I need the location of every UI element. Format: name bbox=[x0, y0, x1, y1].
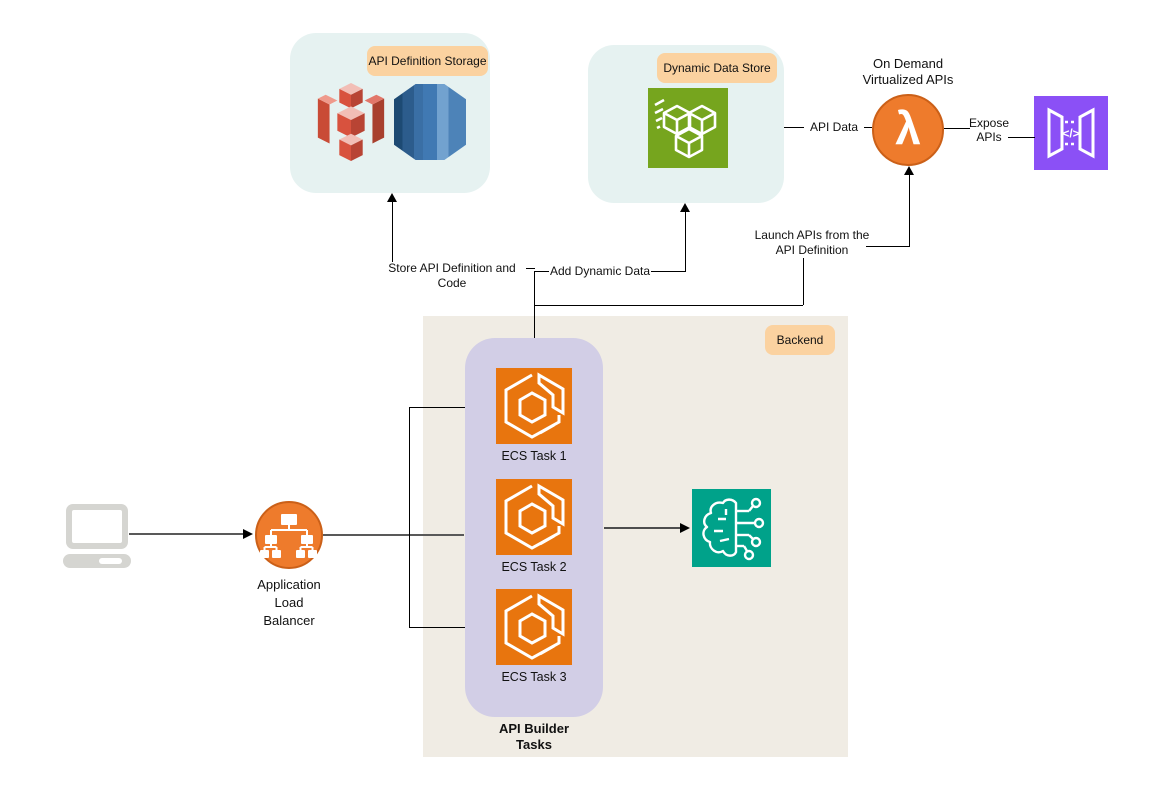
edge-store-tick bbox=[526, 268, 535, 269]
data-cubes-icon bbox=[648, 88, 728, 168]
edge-launch-vertical1 bbox=[803, 258, 804, 305]
database-cylinder-icon bbox=[394, 84, 466, 160]
api-gateway-icon: </> bbox=[1034, 96, 1108, 170]
edge-launch-horizontal1 bbox=[534, 305, 803, 306]
edge-launch-label: Launch APIs from the API Definition bbox=[752, 228, 872, 258]
backend-badge: Backend bbox=[765, 325, 835, 355]
s3-bucket-icon bbox=[317, 83, 385, 161]
edge-add-label: Add Dynamic Data bbox=[549, 264, 651, 279]
backend-label: Backend bbox=[776, 333, 824, 347]
ecs-task-hexagon-icon bbox=[496, 368, 572, 444]
edge-center-vertical bbox=[534, 271, 535, 338]
api-definition-storage-label: API Definition Storage bbox=[368, 54, 487, 68]
edge-alb-tasks bbox=[323, 534, 464, 536]
edge-store-label: Store API Definition and Code bbox=[388, 261, 516, 290]
ecs-task-2-label: ECS Task 2 bbox=[501, 560, 567, 574]
arrowhead-store bbox=[387, 193, 397, 202]
lambda-glyph: λ bbox=[895, 102, 921, 154]
lambda-label: On Demand Virtualized APIs bbox=[836, 56, 980, 88]
ecs-task-hexagon-icon bbox=[496, 589, 572, 665]
edge-launch-line1: Launch APIs from the bbox=[754, 228, 870, 242]
alb-label-line3: Balancer bbox=[263, 613, 315, 628]
ecs-task-1-label: ECS Task 1 bbox=[501, 449, 567, 463]
edge-expose-line1: Expose bbox=[968, 116, 1010, 130]
edge-bracket-top bbox=[409, 407, 465, 408]
alb-label-line1: Application bbox=[257, 577, 321, 592]
lambda-label-line1: On Demand bbox=[872, 56, 944, 71]
edge-client-alb bbox=[129, 533, 245, 535]
edge-tasks-ml bbox=[604, 527, 682, 529]
ecs-task-hexagon-icon bbox=[496, 479, 572, 555]
lambda-label-line2: Virtualized APIs bbox=[862, 72, 954, 87]
edge-bracket-vertical bbox=[409, 407, 410, 627]
edge-launch-line2: API Definition bbox=[775, 243, 849, 257]
load-balancer-tree-icon bbox=[255, 501, 323, 569]
edge-expose-2 bbox=[1008, 137, 1035, 138]
dynamic-data-store-label: Dynamic Data Store bbox=[663, 61, 771, 75]
edge-api-data-label: API Data bbox=[804, 120, 864, 135]
alb-label-line2: Load bbox=[274, 595, 304, 610]
api-builder-tasks-label: API Builder Tasks bbox=[462, 721, 606, 753]
api-gateway-glyph: </> bbox=[1062, 127, 1079, 141]
dynamic-data-store-badge: Dynamic Data Store bbox=[657, 53, 777, 83]
edge-store-vertical bbox=[392, 202, 393, 262]
edge-expose-label: Expose APIs bbox=[963, 116, 1015, 144]
edge-expose-line2: APIs bbox=[976, 130, 1002, 144]
api-definition-storage-badge: API Definition Storage bbox=[367, 46, 488, 76]
arrowhead-client-alb bbox=[243, 529, 253, 539]
edge-expose-1 bbox=[944, 128, 970, 129]
ecs-task-3-label: ECS Task 3 bbox=[501, 670, 567, 684]
edge-launch-horizontal2 bbox=[866, 246, 910, 247]
arrowhead-launch bbox=[904, 166, 914, 175]
edge-launch-vertical2 bbox=[909, 175, 910, 246]
arrowhead-tasks-ml bbox=[680, 523, 690, 533]
lambda-icon: λ bbox=[872, 94, 944, 166]
edge-add-vertical bbox=[685, 212, 686, 271]
machine-learning-brain-icon bbox=[692, 489, 771, 567]
alb-label: Application Load Balancer bbox=[237, 576, 341, 630]
arrowhead-add bbox=[680, 203, 690, 212]
edge-bracket-bottom bbox=[409, 627, 465, 628]
api-builder-tasks-line1: API Builder bbox=[498, 721, 570, 736]
laptop-icon bbox=[63, 504, 131, 568]
api-builder-tasks-line2: Tasks bbox=[516, 737, 552, 752]
